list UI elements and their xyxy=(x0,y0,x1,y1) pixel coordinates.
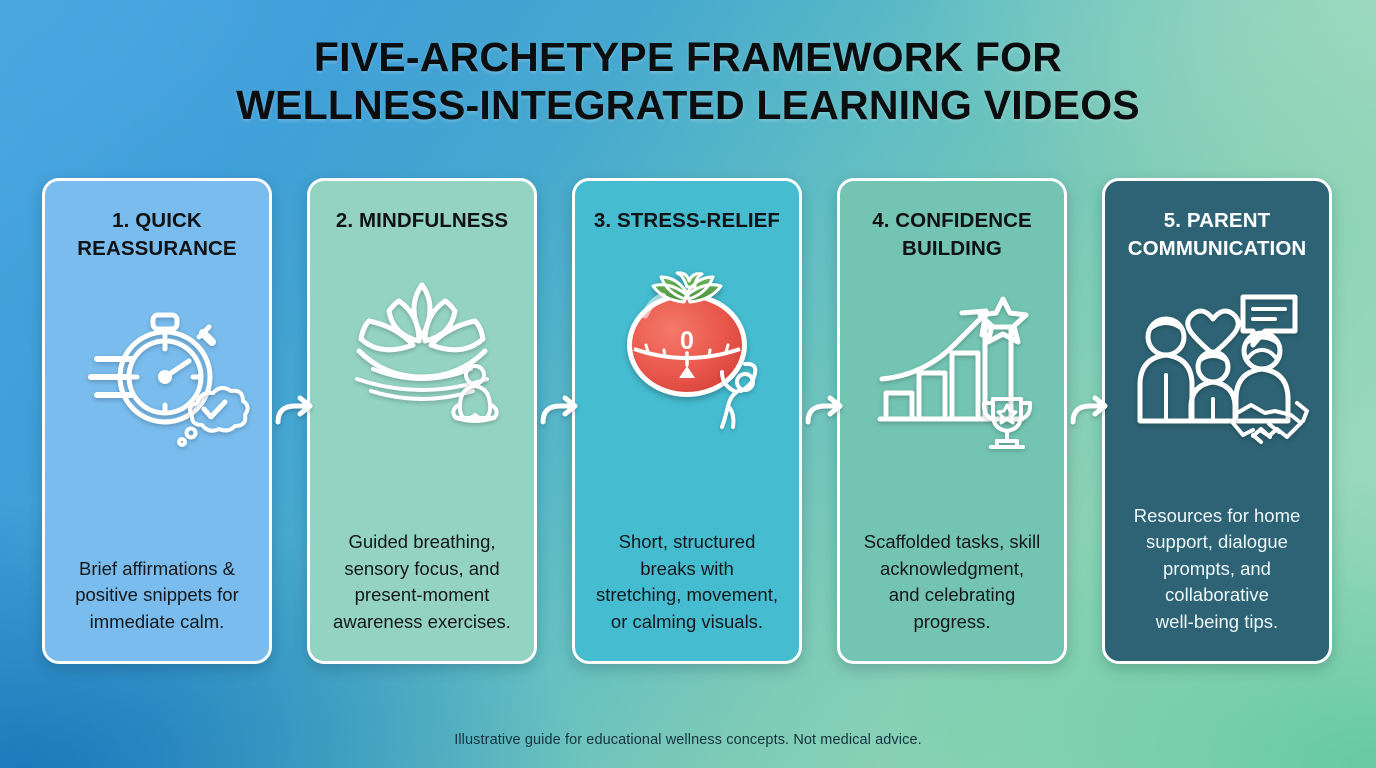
card-title-2: 2. MINDFULNESS xyxy=(335,209,509,232)
handshake-icon xyxy=(1231,399,1309,455)
arrow-4-to-5 xyxy=(1069,386,1113,430)
card-quick-reassurance[interactable]: 1. QUICK REASSURANCE xyxy=(42,178,272,664)
title-line-1: FIVE-ARCHETYPE FRAMEWORK FOR xyxy=(313,34,1063,80)
stopwatch-icon xyxy=(87,297,227,437)
card-mindfulness[interactable]: 2. MINDFULNESS xyxy=(307,178,537,664)
timer-dial-label: 0 xyxy=(680,327,694,355)
page-title: FIVE-ARCHETYPE FRAMEWORK FOR WELLNESS-IN… xyxy=(0,34,1376,130)
card-confidence-building[interactable]: 4. CONFIDENCE BUILDING xyxy=(837,178,1067,664)
footer-disclaimer: Illustrative guide for educational welln… xyxy=(454,732,922,748)
card-title-3: 3. STRESS-RELIEF xyxy=(593,209,781,232)
archetype-card-row: 1. QUICK REASSURANCE xyxy=(42,178,1334,664)
title-line-2: WELLNESS-INTEGRATED LEARNING VIDEOS xyxy=(236,81,1140,128)
icon-zone-1 xyxy=(59,263,255,556)
card-title-4: 4. CONFIDENCE BUILDING xyxy=(872,209,1032,260)
icon-zone-5 xyxy=(1119,263,1315,503)
card-description-3: Short, structured breaks with stretching… xyxy=(596,531,778,632)
family-heart-chat-icon xyxy=(1131,289,1303,429)
icon-zone-2 xyxy=(324,235,520,529)
card-description-5: Resources for home support, dialogue pro… xyxy=(1133,504,1301,632)
growth-bar-chart-star-icon xyxy=(872,296,1032,432)
icon-zone-3: 0 xyxy=(589,235,785,529)
card-title-5: 5. PARENT COMMUNICATION xyxy=(1127,209,1307,260)
card-stress-relief[interactable]: 3. STRESS-RELIEF xyxy=(572,178,802,664)
icon-zone-4 xyxy=(854,263,1050,529)
card-title-1: 1. QUICK REASSURANCE xyxy=(77,209,237,260)
thought-bubble-check-icon xyxy=(175,385,250,451)
card-description-1: Brief affirmations & positive snippets f… xyxy=(75,557,239,632)
stretching-person-icon xyxy=(709,361,767,429)
trophy-icon xyxy=(976,393,1038,455)
card-description-2: Guided breathing, sensory focus, and pre… xyxy=(333,531,511,632)
arrow-1-to-2 xyxy=(274,386,318,430)
card-parent-communication[interactable]: 5. PARENT COMMUNICATION xyxy=(1102,178,1332,664)
card-description-4: Scaffolded tasks, skill acknowledgment, … xyxy=(863,531,1041,632)
arrow-3-to-4 xyxy=(804,386,848,430)
meditating-person-icon xyxy=(444,363,506,425)
arrow-2-to-3 xyxy=(539,386,583,430)
pomodoro-tomato-timer-icon: 0 xyxy=(612,271,762,403)
